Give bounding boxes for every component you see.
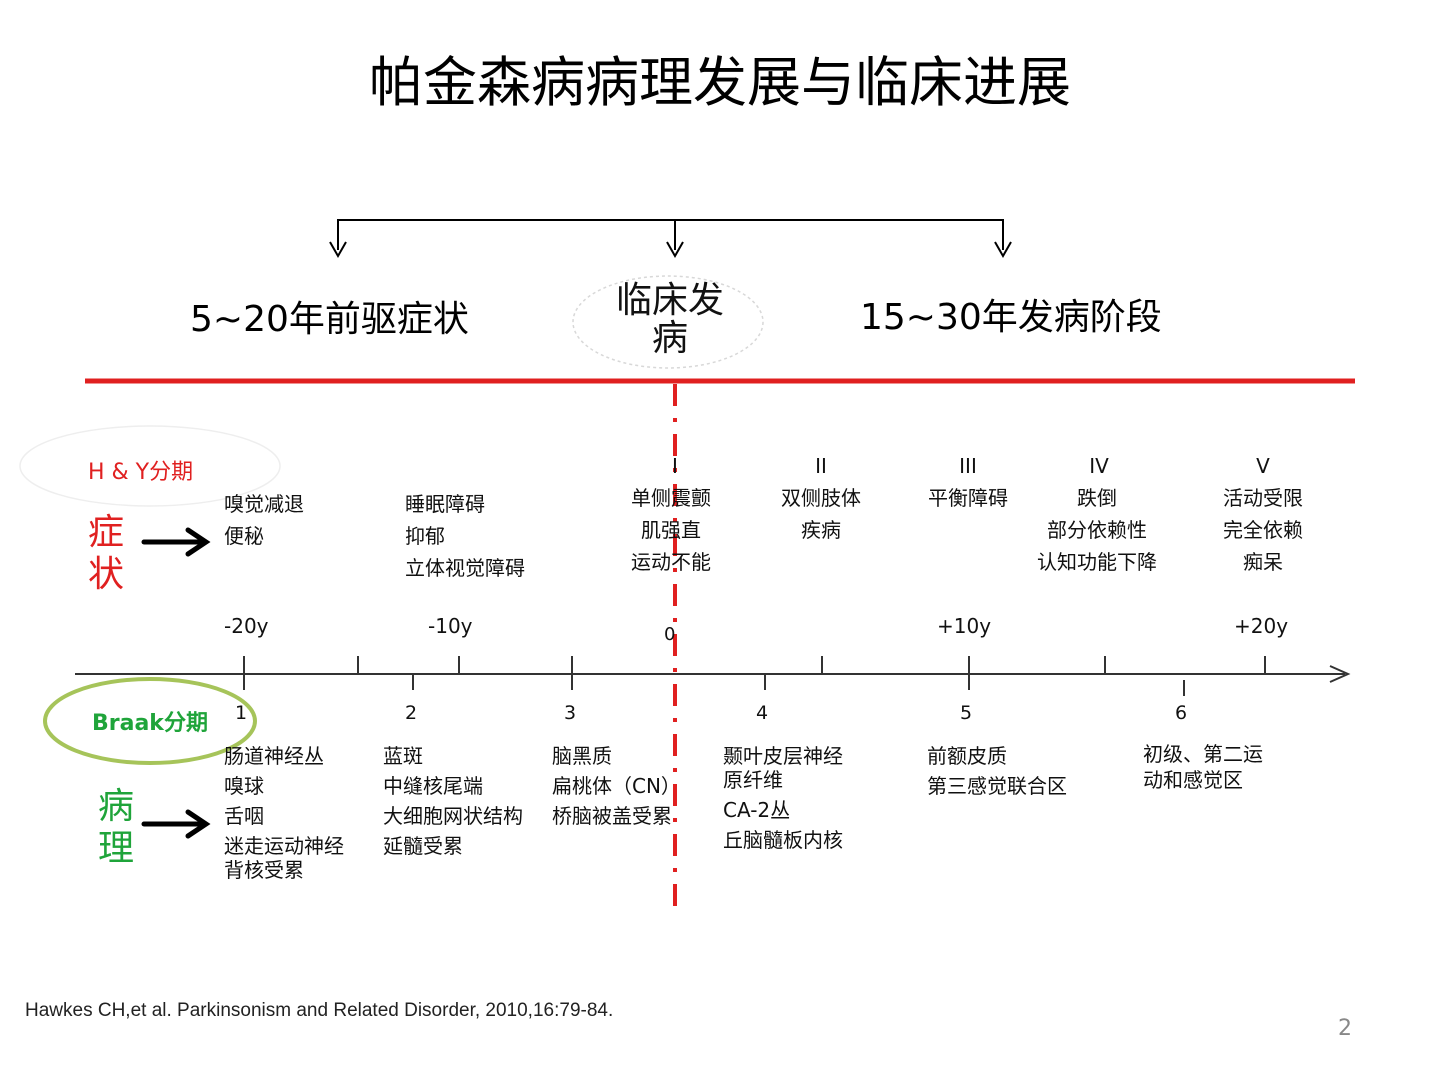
list-item: 平衡障碍 bbox=[928, 486, 1008, 510]
symptom-group-4: 双侧肢体 疾病 bbox=[756, 482, 886, 546]
list-item: 便秘 bbox=[224, 524, 264, 548]
symptom-group-7: 活动受限 完全依赖 痴呆 bbox=[1198, 482, 1328, 578]
pathology-group-6: 初级、第二运 动和感觉区 bbox=[1143, 741, 1263, 793]
time-tick-plus20: +20y bbox=[1234, 614, 1289, 638]
pathology-group-2: 蓝斑 中缝核尾端 大细胞网状结构 延髓受累 bbox=[383, 741, 523, 861]
onset-ellipse bbox=[572, 275, 764, 369]
braak-stage-label: Braak分期 bbox=[92, 711, 208, 736]
list-item: 桥脑被盖受累 bbox=[552, 804, 672, 828]
list-item: 痴呆 bbox=[1243, 550, 1283, 574]
hy-ellipse bbox=[19, 425, 281, 507]
list-item: 运动不能 bbox=[631, 550, 711, 574]
braak-stage-4: 4 bbox=[756, 702, 769, 724]
list-item: 跌倒 bbox=[1077, 486, 1117, 510]
hy-stage-3: III bbox=[959, 454, 977, 478]
list-item: 嗅觉减退 bbox=[224, 492, 304, 516]
phase-onset: 临床发病 bbox=[615, 280, 724, 359]
hy-stage-4: IV bbox=[1089, 454, 1109, 478]
list-item: 前额皮质 bbox=[927, 744, 1007, 768]
list-item: 颞叶皮层神经 bbox=[723, 744, 843, 768]
time-tick-minus20: -20y bbox=[224, 614, 269, 638]
list-item: 嗅球 bbox=[224, 774, 264, 798]
list-item: CA-2丛 bbox=[723, 798, 791, 822]
list-item: 扁桃体（CN） bbox=[552, 774, 681, 798]
list-item: 肠道神经丛 bbox=[224, 744, 324, 768]
pathology-label: 病理 bbox=[98, 786, 135, 869]
list-item: 大细胞网状结构 bbox=[383, 804, 523, 828]
pathology-group-4: 颞叶皮层神经 原纤维 CA-2丛 丘脑髓板内核 bbox=[723, 741, 843, 855]
list-item: 双侧肢体 bbox=[781, 486, 861, 510]
list-item: 疾病 bbox=[801, 518, 841, 542]
hy-stage-5: V bbox=[1256, 454, 1270, 478]
list-item: 认知功能下降 bbox=[1037, 550, 1157, 574]
phase-bracket bbox=[329, 219, 1012, 259]
hy-stage-1: I bbox=[672, 454, 678, 478]
list-item: 动和感觉区 bbox=[1143, 768, 1243, 792]
list-item: 第三感觉联合区 bbox=[927, 774, 1067, 798]
symptom-group-5: 平衡障碍 bbox=[903, 482, 1033, 514]
symptom-arrow bbox=[141, 527, 211, 557]
list-item: 立体视觉障碍 bbox=[405, 556, 525, 580]
hy-stage-label: H & Y分期 bbox=[88, 460, 194, 485]
time-tick-minus10: -10y bbox=[428, 614, 473, 638]
list-item: 中缝核尾端 bbox=[383, 774, 483, 798]
list-item: 部分依赖性 bbox=[1047, 518, 1147, 542]
pathology-group-1: 肠道神经丛 嗅球 舌咽 迷走运动神经 背核受累 bbox=[224, 741, 344, 885]
list-item: 迷走运动神经 bbox=[224, 834, 344, 858]
pathology-arrow bbox=[141, 809, 211, 839]
list-item: 睡眠障碍 bbox=[405, 492, 485, 516]
list-item: 抑郁 bbox=[405, 524, 445, 548]
list-item: 蓝斑 bbox=[383, 744, 423, 768]
braak-ellipse bbox=[43, 677, 257, 765]
braak-stage-1: 1 bbox=[235, 702, 248, 724]
list-item: 肌强直 bbox=[641, 518, 701, 542]
braak-stage-3: 3 bbox=[564, 702, 577, 724]
page-title: 帕金森病病理发展与临床进展 bbox=[369, 51, 1071, 114]
braak-stage-2: 2 bbox=[405, 702, 418, 724]
time-tick-zero: 0 bbox=[664, 624, 676, 645]
pathology-group-3: 脑黑质 扁桃体（CN） 桥脑被盖受累 bbox=[552, 741, 681, 831]
list-item: 延髓受累 bbox=[383, 834, 463, 858]
phase-disease: 15~30年发病阶段 bbox=[860, 297, 1162, 338]
timeline-axis bbox=[75, 656, 1351, 696]
symptom-label: 症状 bbox=[88, 512, 125, 595]
list-item: 脑黑质 bbox=[552, 744, 612, 768]
symptom-group-2: 睡眠障碍 抑郁 立体视觉障碍 bbox=[405, 488, 525, 584]
citation: Hawkes CH,et al. Parkinsonism and Relate… bbox=[25, 1000, 614, 1021]
list-item: 原纤维 bbox=[723, 768, 783, 792]
list-item: 活动受限 bbox=[1223, 486, 1303, 510]
pathology-group-5: 前额皮质 第三感觉联合区 bbox=[927, 741, 1067, 801]
braak-stage-5: 5 bbox=[960, 702, 973, 724]
braak-stage-6: 6 bbox=[1175, 702, 1188, 724]
list-item: 背核受累 bbox=[224, 858, 304, 882]
list-item: 舌咽 bbox=[224, 804, 264, 828]
hy-stage-2: II bbox=[815, 454, 827, 478]
list-item: 单侧震颤 bbox=[631, 486, 711, 510]
symptom-group-1: 嗅觉减退 便秘 bbox=[224, 488, 304, 552]
list-item: 丘脑髓板内核 bbox=[723, 828, 843, 852]
phase-prodromal: 5~20年前驱症状 bbox=[190, 299, 469, 340]
symptom-group-3: 单侧震颤 肌强直 运动不能 bbox=[606, 482, 736, 578]
time-tick-plus10: +10y bbox=[937, 614, 992, 638]
symptom-group-6: 跌倒 部分依赖性 认知功能下降 bbox=[1017, 482, 1177, 578]
list-item: 初级、第二运 bbox=[1143, 742, 1263, 766]
list-item: 完全依赖 bbox=[1223, 518, 1303, 542]
page-number: 2 bbox=[1338, 1016, 1352, 1041]
